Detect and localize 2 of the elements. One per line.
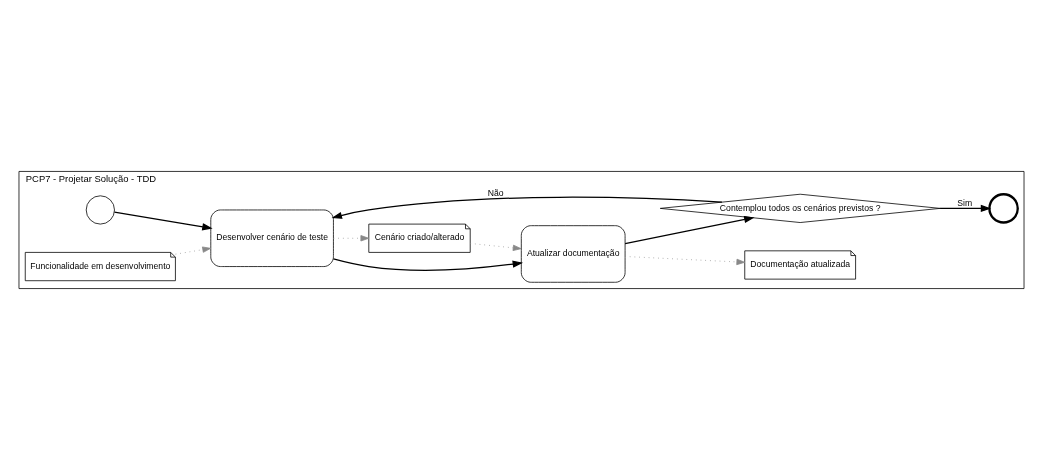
edge-label: Sim [957,197,973,208]
edge-label: Não [487,187,504,198]
